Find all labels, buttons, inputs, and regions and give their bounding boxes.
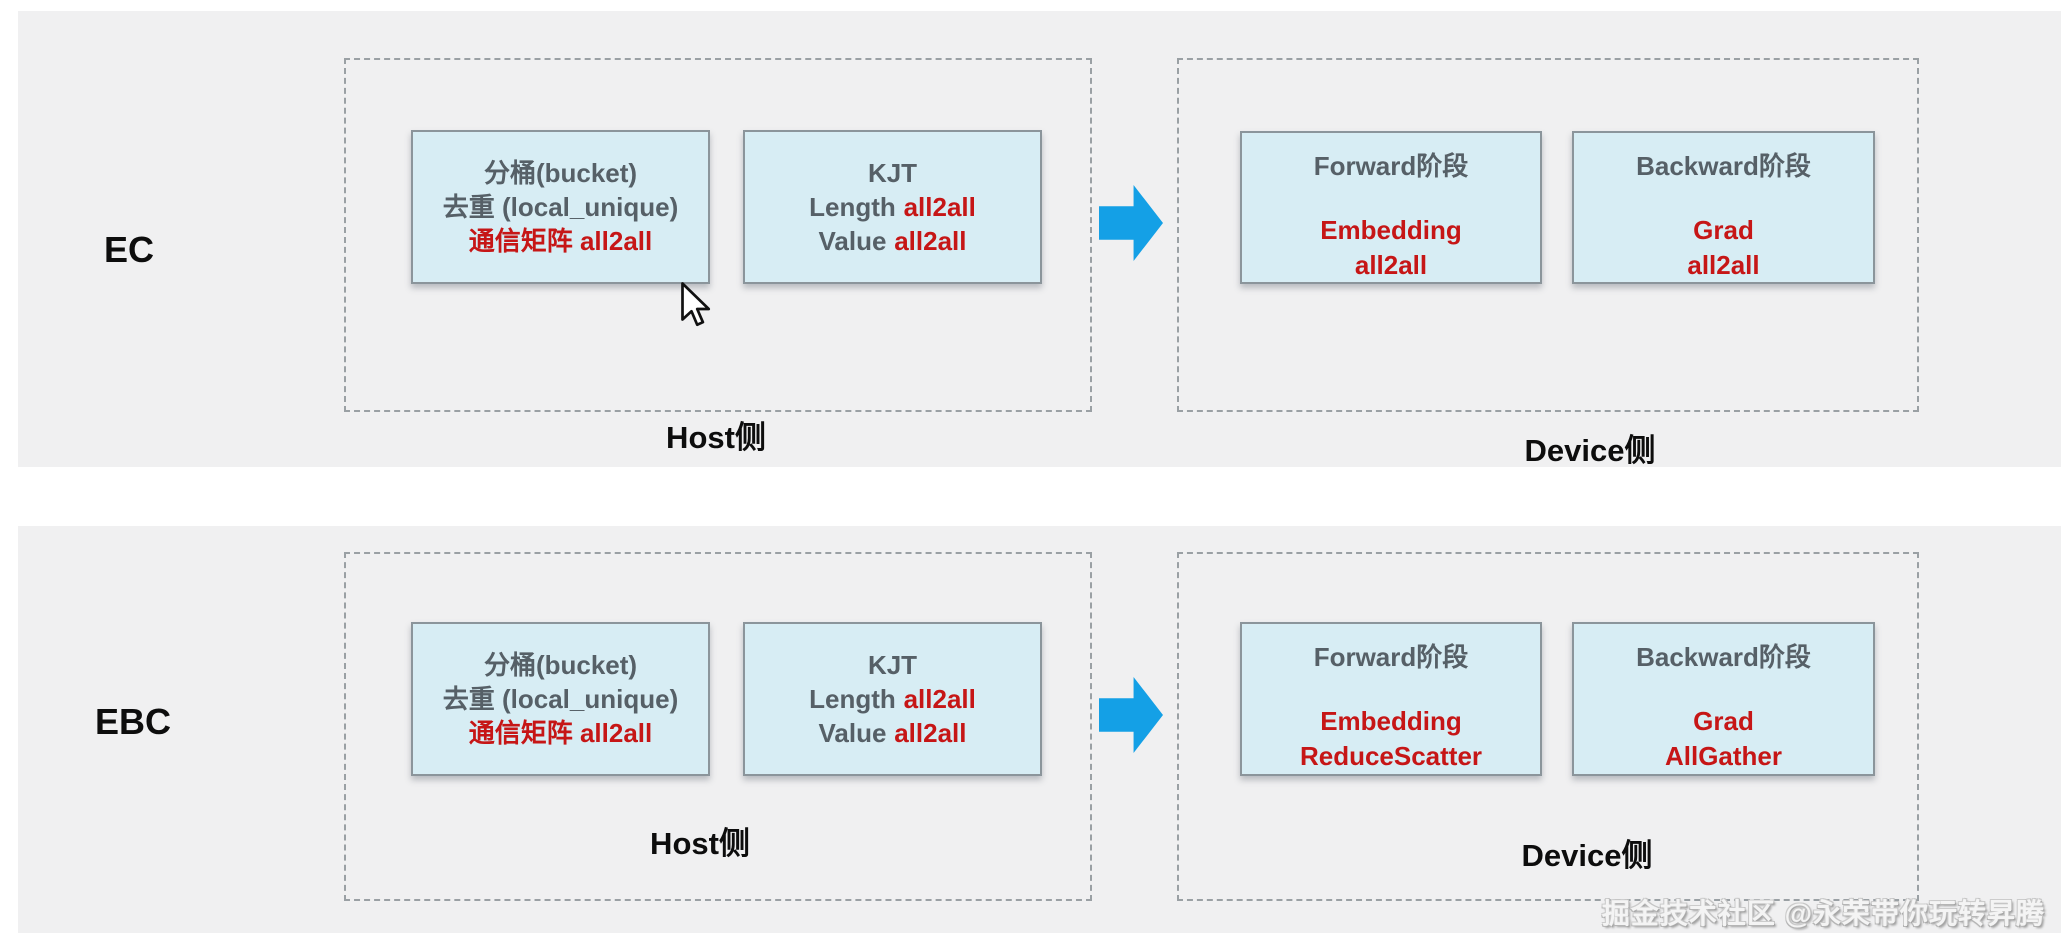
comm-matrix-line: 通信矩阵 all2all: [468, 226, 653, 257]
ec-bucket-dedup-box: 分桶(bucket) 去重 (local_unique) 通信矩阵 all2al…: [411, 130, 710, 284]
watermark-text: 掘金技术社区 @永荣带你玩转昇腾: [1601, 898, 2045, 929]
comm-matrix-line: 通信矩阵 all2all: [468, 718, 653, 749]
ebc-device-side-label: Device侧: [1521, 838, 1653, 873]
ec-host-side-label: Host侧: [666, 420, 766, 455]
backward-stage-title: Backward阶段: [1636, 151, 1811, 181]
ebc-host-side-label: Host侧: [650, 826, 750, 861]
ec-device-side-label: Device侧: [1524, 433, 1656, 468]
forward-op-comm: ReduceScatter: [1299, 740, 1483, 771]
backward-op-comm: all2all: [1687, 249, 1760, 280]
backward-op-name: Grad: [1693, 215, 1754, 246]
backward-op-comm: AllGather: [1664, 740, 1783, 771]
kjt-title: KJT: [867, 157, 918, 188]
ec-device-region: [1177, 58, 1919, 412]
value-comm: all2all: [894, 718, 967, 749]
value-label: Value: [818, 226, 887, 257]
backward-op-name: Grad: [1693, 706, 1754, 737]
forward-op-comm: all2all: [1354, 249, 1428, 280]
ebc-forward-box: Forward阶段 Embedding ReduceScatter: [1240, 622, 1542, 776]
dedup-line: 去重 (local_unique): [442, 683, 679, 714]
bucket-line: 分桶(bucket): [483, 157, 638, 188]
ec-row-label: EC: [104, 229, 155, 270]
ebc-device-region: [1177, 552, 1919, 901]
backward-stage-title: Backward阶段: [1636, 642, 1811, 672]
mouse-cursor-icon: [678, 282, 714, 335]
value-label: Value: [818, 718, 887, 749]
ec-backward-box: Backward阶段 Grad all2all: [1572, 131, 1875, 284]
forward-stage-title: Forward阶段: [1313, 642, 1469, 672]
length-comm: all2all: [903, 191, 976, 222]
ebc-host-region: [344, 552, 1092, 901]
length-comm: all2all: [903, 683, 976, 714]
kjt-title: KJT: [867, 649, 918, 680]
value-comm: all2all: [894, 226, 967, 257]
forward-stage-title: Forward阶段: [1313, 151, 1469, 181]
ec-forward-box: Forward阶段 Embedding all2all: [1240, 131, 1542, 284]
ebc-row-label: EBC: [95, 701, 172, 742]
length-label: Length: [809, 191, 896, 222]
bucket-line: 分桶(bucket): [483, 649, 638, 680]
ebc-backward-box: Backward阶段 Grad AllGather: [1572, 622, 1875, 776]
forward-op-name: Embedding: [1320, 215, 1462, 246]
forward-op-name: Embedding: [1320, 706, 1462, 737]
dedup-line: 去重 (local_unique): [442, 191, 679, 222]
ebc-bucket-dedup-box: 分桶(bucket) 去重 (local_unique) 通信矩阵 all2al…: [411, 622, 710, 776]
length-label: Length: [809, 683, 896, 714]
ec-host-region: [344, 58, 1092, 412]
